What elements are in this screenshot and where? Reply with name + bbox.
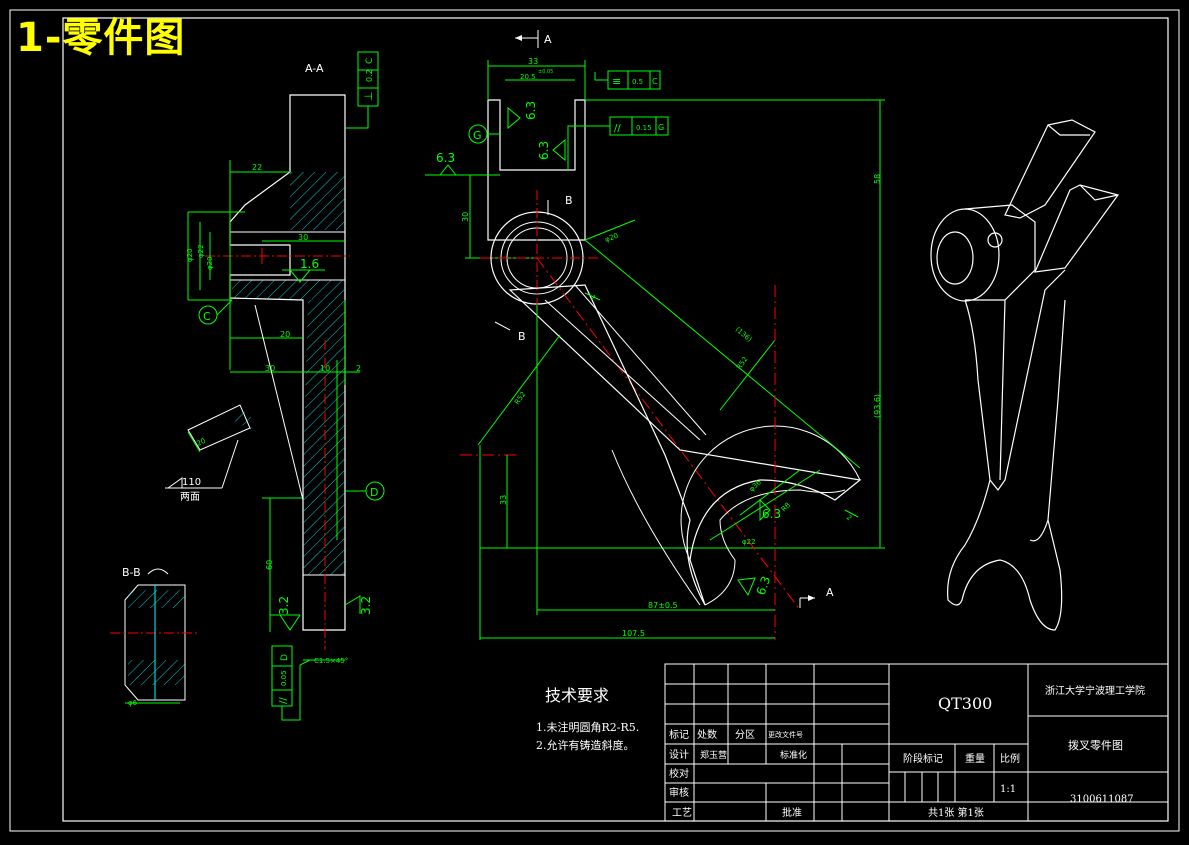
roughness-1-6: 1.6 xyxy=(300,257,319,271)
dim-30-front: 30 xyxy=(461,212,470,222)
tol-perp-value: 0.2 xyxy=(365,69,374,82)
tb-chushu: 处数 xyxy=(697,728,717,741)
roughness-3-2-b: 3.2 xyxy=(359,596,373,615)
tb-pizhun: 批准 xyxy=(782,806,802,819)
section-bb-dim: φ6 xyxy=(128,699,138,707)
roughness-6-3-c: 6.3 xyxy=(436,151,455,165)
tol-perp-symbol: ⊥ xyxy=(362,91,375,101)
dim-r52-a: R52 xyxy=(513,390,527,406)
dim-20: 20 xyxy=(280,330,290,339)
dim-110: 110 xyxy=(182,477,201,488)
tol-par2-symbol: // xyxy=(614,123,621,134)
tol-sym-symbol: ≡ xyxy=(612,75,621,88)
part-name-text: 拨叉零件图 xyxy=(1068,738,1123,752)
tol-sym-value: 0.5 xyxy=(632,78,643,86)
dim-60: 60 xyxy=(265,560,274,570)
tb-file-no: 更改文件号 xyxy=(768,730,803,739)
section-bb-label: B-B xyxy=(122,566,141,579)
roughness-3-2-a: 3.2 xyxy=(277,596,291,615)
dim-20-5: 20.5 xyxy=(520,73,536,81)
section-a-mark-bottom: A xyxy=(826,586,834,599)
note-two-sides: 两面 xyxy=(180,492,200,503)
title-block xyxy=(664,663,1169,822)
tb-biaozhun: 标准化 xyxy=(780,749,807,761)
tb-ratio-label: 比例 xyxy=(1000,752,1020,765)
title-block-text: QT300 浙江大学宁波理工学院 拨叉零件图 3100611087 标记 处数 … xyxy=(669,684,1145,819)
section-b-mark-top: B xyxy=(565,194,573,207)
tb-shenhe: 审核 xyxy=(669,786,689,799)
tb-stage-mark: 阶段标记 xyxy=(903,752,943,765)
tol-par2-datum: G xyxy=(658,123,664,132)
fork-top xyxy=(487,99,586,241)
tb-sheets: 共1张 第1张 xyxy=(928,806,984,819)
tb-gongyi: 工艺 xyxy=(672,807,692,819)
section-b-mark-bottom: B xyxy=(518,330,526,343)
tb-weight: 重量 xyxy=(965,752,985,765)
dim-87: 87±0.5 xyxy=(648,601,678,610)
dim-30b: 30 xyxy=(265,364,275,373)
tol-sym-datum: C xyxy=(652,77,658,86)
dim-33: 33 xyxy=(528,57,538,66)
dim-phi20-b: φ20 xyxy=(206,256,214,270)
roughness-6-3-a: 6.3 xyxy=(524,101,538,120)
dim-phi20-a: φ20 xyxy=(186,248,194,262)
dim-2-front: 2 xyxy=(845,513,854,522)
sheet-border-outer xyxy=(9,9,1180,832)
dim-phi22-front: φ22 xyxy=(742,538,756,546)
dim-33-front: 33 xyxy=(499,495,508,505)
tb-fenqu: 分区 xyxy=(735,729,755,741)
datum-d-label: D xyxy=(370,486,378,499)
tech-req-item-2: 2.允许有铸造斜度。 xyxy=(536,738,635,752)
datum-c-label: C xyxy=(203,310,211,323)
section-aa-label: A-A xyxy=(305,62,324,75)
dim-30: 30 xyxy=(298,233,308,242)
dim-phi20-front: φ20 xyxy=(604,232,619,244)
roughness-6-3-b: 6.3 xyxy=(537,141,551,160)
tb-jiaodui: 校对 xyxy=(669,767,689,780)
tech-req-heading: 技术要求 xyxy=(545,686,609,705)
tech-req-item-1: 1.未注明圆角R2-R5. xyxy=(536,720,639,734)
tol-par-datum: D xyxy=(280,654,290,661)
tb-ratio: 1:1 xyxy=(1000,784,1016,795)
tb-biaoji: 标记 xyxy=(669,729,689,741)
material-text: QT300 xyxy=(938,694,992,713)
isometric-view xyxy=(930,119,1120,631)
roughness-6-3-d: 6.3 xyxy=(762,507,781,521)
front-view: A 33 20.5 ±0.05 ≡ 0.5 C // 0.15 G 6.3 6.… xyxy=(425,30,885,640)
rib-dim-20: 20 xyxy=(195,437,206,448)
roughness-6-3-e: 6.3 xyxy=(754,574,774,597)
section-a-mark-top: A xyxy=(544,33,552,46)
datum-g-label: G xyxy=(473,129,482,142)
connecting-arm xyxy=(508,284,862,606)
dim-58: 58 xyxy=(873,174,882,184)
dim-2: 2 xyxy=(356,364,361,373)
school-text: 浙江大学宁波理工学院 xyxy=(1045,684,1145,697)
tol-perp-datum: C xyxy=(365,58,375,64)
technical-requirements: 技术要求 1.未注明圆角R2-R5. 2.允许有铸造斜度。 xyxy=(536,686,639,752)
dim-phi22: φ22 xyxy=(197,244,205,258)
dim-1: 1 xyxy=(589,293,598,302)
section-bb-view: B-B φ6 xyxy=(110,566,200,707)
tol-par-symbol: // xyxy=(278,697,289,704)
dim-93-6: (93.6) xyxy=(873,394,882,418)
dim-10: 10 xyxy=(320,364,330,373)
dim-136: (136) xyxy=(734,325,754,343)
section-aa-view: A-A ⊥ 0.2 C 22 30 φ20 φ22 φ20 xyxy=(165,51,385,721)
chamfer-note: C1.5×45° xyxy=(314,657,348,665)
sheet-border-inner xyxy=(62,17,1169,822)
dim-107-5: 107.5 xyxy=(622,629,645,638)
page-title: 1-零件图 xyxy=(16,15,186,61)
dim-20-5-tol: ±0.05 xyxy=(538,69,553,75)
tol-par2-value: 0.15 xyxy=(636,124,652,132)
dim-22: 22 xyxy=(252,163,262,172)
dim-r8: R8 xyxy=(780,501,792,513)
tol-par-value: 0.05 xyxy=(280,670,288,686)
drawing-number: 3100611087 xyxy=(1070,794,1134,805)
tb-designer: 郑玉营 xyxy=(700,749,727,761)
tb-sheji: 设计 xyxy=(669,748,689,761)
dim-r52-b: R52 xyxy=(735,355,749,371)
